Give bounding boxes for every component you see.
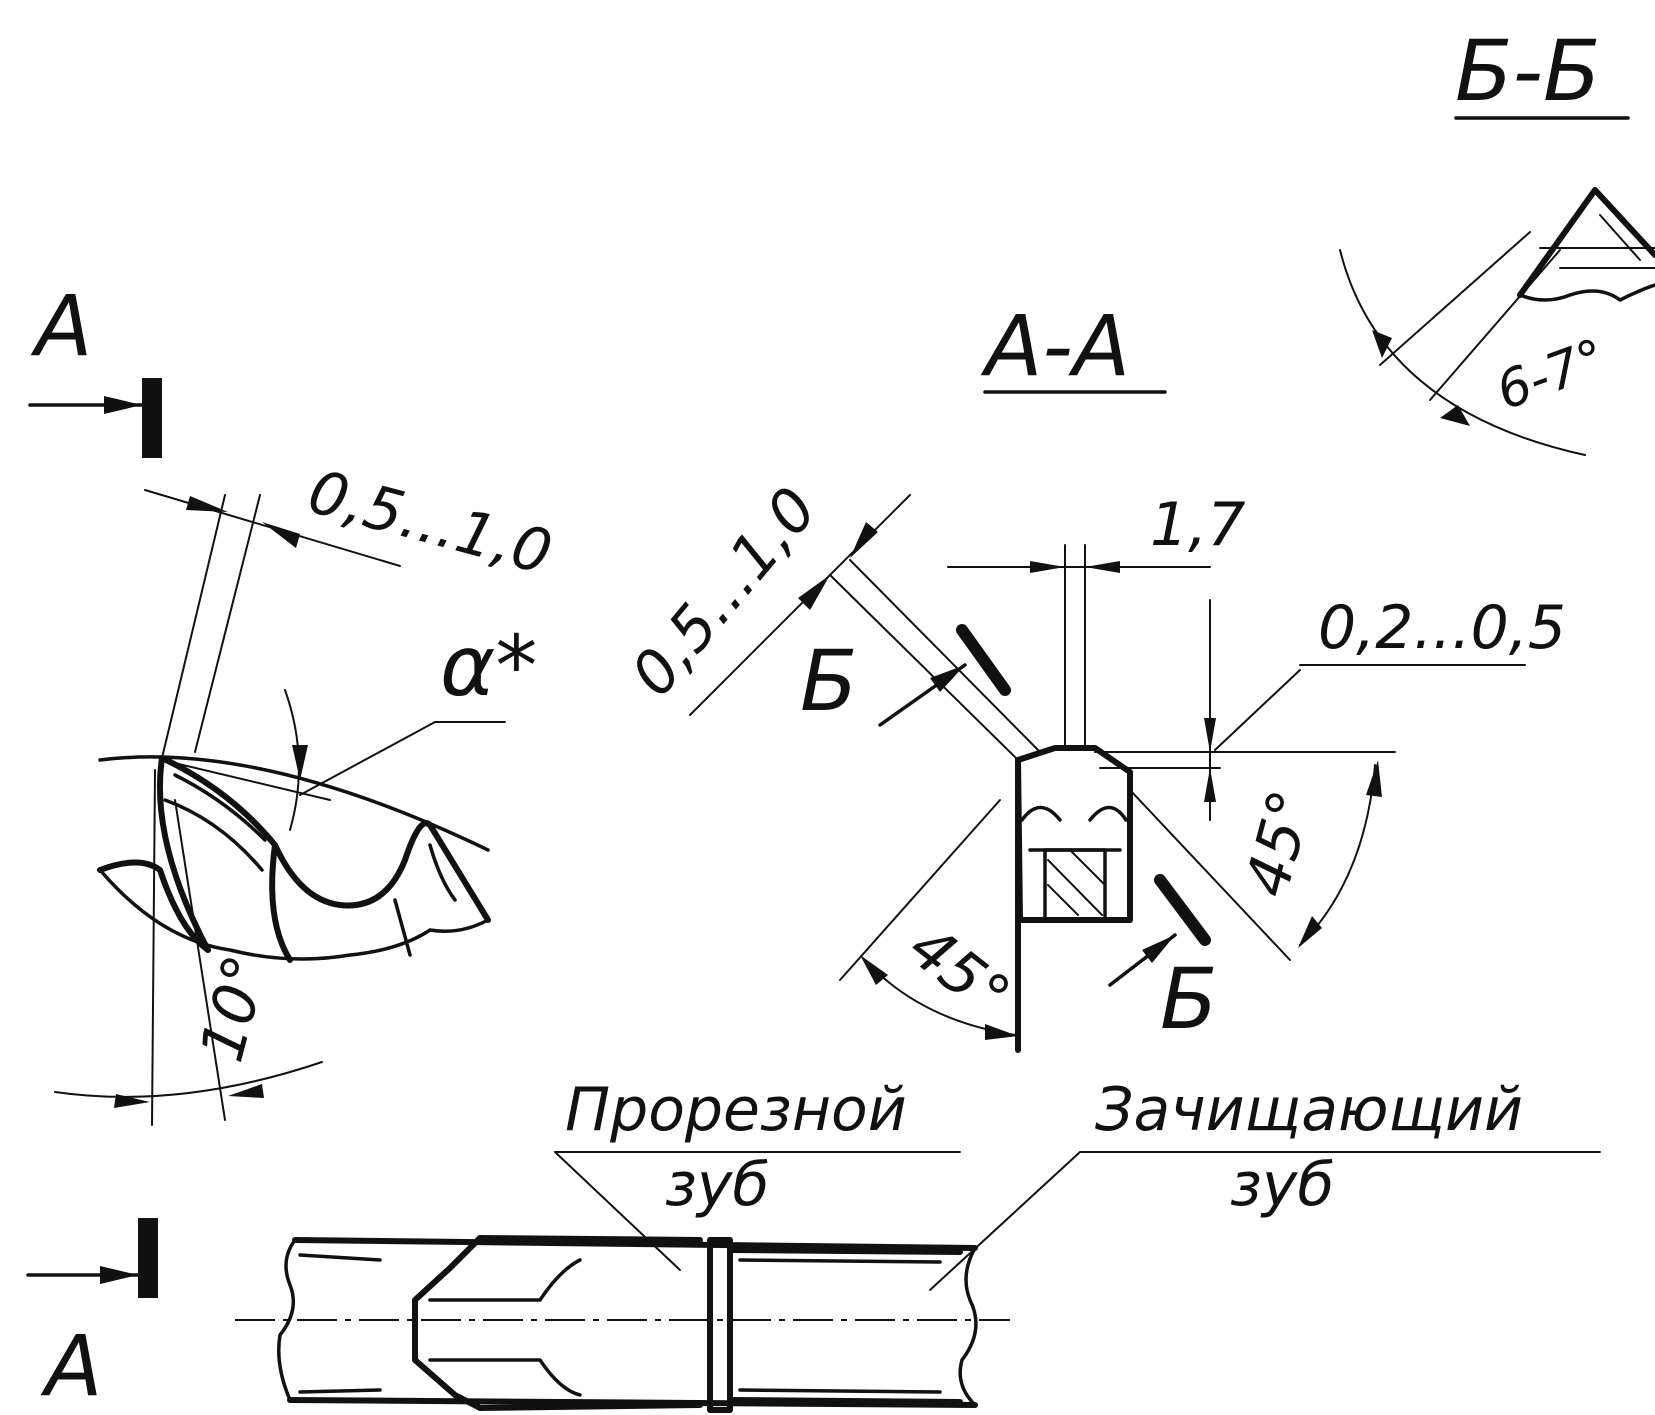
view-a-bottom-mark (138, 1218, 158, 1298)
dim-mid-label: 0,5...1,0 (618, 475, 831, 710)
broach-left-break (277, 1238, 297, 1402)
angle-10-arc (54, 1061, 323, 1098)
dim-mid-ext-1 (829, 574, 1019, 761)
section-bb-view: Б-Б 6-7° (1339, 22, 1655, 456)
broach-top-edge (292, 1237, 978, 1251)
dim-chamfer-arrow-bottom (1204, 768, 1216, 802)
tooth-land-lines (163, 773, 267, 872)
bb-extension-2 (1429, 249, 1561, 401)
slotting-callout-leader (554, 1151, 681, 1271)
bb-arrow-2 (1440, 405, 1470, 426)
cut-b-lower-mark (1154, 874, 1211, 946)
angle-45-right-ext (1129, 789, 1291, 961)
finishing-tooth-divider (707, 1237, 733, 1413)
finishing-tooth-inner (738, 1258, 942, 1394)
angle-10-arrow-1 (114, 1094, 150, 1108)
dim-left-ext-2 (194, 494, 261, 753)
dim-chamfer-leader (1214, 669, 1301, 751)
broach-side-view: А Прорезной зуб Зачищающий зуб (26, 1075, 1601, 1415)
bb-angle-arc (1339, 249, 1586, 456)
view-a-bottom-arrowhead (100, 1266, 138, 1284)
dim-mid-arrow-1 (798, 575, 830, 610)
tooth-detail-lines (393, 843, 457, 957)
slotting-tooth-inner (428, 1258, 582, 1397)
angle-45-right-arrow-bottom (1298, 916, 1322, 948)
dim-chamfer-label: 0,2...0,5 (1318, 593, 1566, 663)
view-a-top-arrowhead (104, 396, 142, 414)
aa-tooth-outline (1015, 745, 1133, 923)
angle-45-right-arrow-top (1366, 760, 1382, 797)
cut-b-upper-label: Б (800, 632, 858, 730)
view-a-top-mark (142, 378, 162, 458)
angle-10-arrow-2 (228, 1084, 264, 1098)
view-a-left: А 0,5...1,0 α* 10° (28, 277, 559, 1126)
cut-b-upper-arrowhead (930, 665, 965, 692)
dim-left-ext-1 (161, 494, 226, 759)
aa-inner-curve-right (1088, 805, 1128, 822)
slotting-tooth-edges (477, 1235, 703, 1411)
dim-mid-ext-2 (849, 559, 1041, 753)
dim-left-arrow-1 (186, 496, 228, 512)
tooth-left-flank (97, 859, 211, 953)
cut-b-lower-arrowhead (1142, 935, 1175, 963)
angle-10-ext-vertical (151, 769, 156, 1126)
alpha-arrow (292, 745, 308, 780)
section-aa-view: А-А 1,7 0,2...0,5 45° (618, 297, 1566, 1053)
view-a-bottom-label: А (40, 1317, 102, 1415)
bb-extension-1 (1379, 231, 1531, 366)
tooth-break-line (98, 868, 490, 961)
dim-chamfer-arrow-top (1204, 718, 1216, 752)
section-bb-title: Б-Б (1455, 22, 1601, 120)
angle-alpha-label: α* (440, 617, 537, 715)
broach-right-break (958, 1246, 978, 1407)
aa-inner-curve-left (1020, 805, 1062, 822)
angle-45-left-arrow-1 (860, 955, 888, 985)
section-aa-title: А-А (980, 297, 1130, 395)
finishing-callout-line2: зуб (1230, 1150, 1334, 1220)
dim-1-7-arrow-l (1030, 561, 1065, 573)
angle-10-ext-inclined (174, 799, 226, 1121)
alpha-leader (299, 721, 436, 796)
finishing-tooth-edges (727, 1247, 963, 1405)
bb-arrow-1 (1372, 330, 1392, 358)
dim-mid-arrow-2 (850, 522, 878, 558)
slotting-callout-line1: Прорезной (565, 1075, 907, 1145)
dim-1-7-arrow-r (1085, 561, 1120, 573)
cut-b-upper-mark (956, 624, 1011, 696)
dim-1-7-label: 1,7 (1150, 490, 1245, 560)
slotting-tooth-body-lines (298, 1253, 382, 1394)
angle-45-left-ext (839, 799, 1001, 981)
dim-left-label: 0,5...1,0 (301, 457, 559, 589)
aa-hatch (1047, 849, 1105, 916)
cut-b-lower-label: Б (1160, 950, 1218, 1048)
angle-45-right-label: 45° (1232, 783, 1327, 904)
slotting-callout-line2: зуб (665, 1150, 769, 1220)
view-a-top-label: А (30, 277, 92, 375)
finishing-callout-leader (929, 1151, 1081, 1291)
bb-break-line (1518, 283, 1655, 302)
bb-hatch (1539, 214, 1655, 269)
broach-bottom-edge (287, 1397, 978, 1408)
finishing-callout-line1: Зачищающий (1095, 1075, 1523, 1145)
tooth-right-edge (427, 822, 491, 923)
angle-45-left-arrow-2 (985, 1024, 1018, 1040)
angle-6-7-label: 6-7° (1489, 328, 1614, 422)
tooth-gullet (159, 755, 433, 909)
slotting-tooth-front (412, 1235, 483, 1411)
tooth-back-edge (269, 842, 293, 963)
angle-45-left-label: 45° (896, 912, 1023, 1033)
dim-left-arrow-2 (262, 522, 300, 548)
bb-tooth-profile (1517, 187, 1655, 298)
